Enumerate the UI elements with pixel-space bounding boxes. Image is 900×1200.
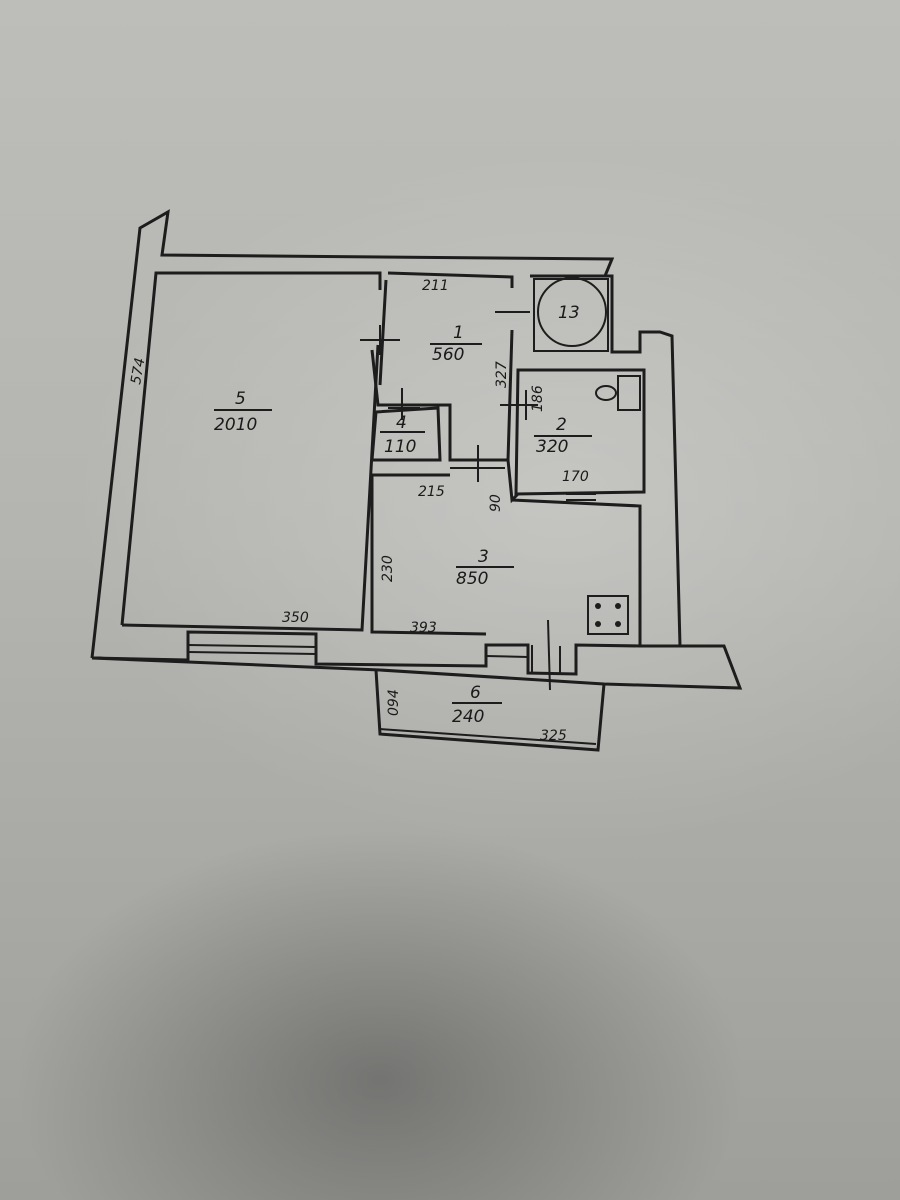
dim-230: 230 [380,555,396,582]
room-6-area: 240 [452,707,484,727]
dim-094: 094 [386,689,402,716]
room-4-outline [370,406,442,462]
room-4-area: 110 [384,437,416,457]
room-5-number: 5 [235,389,246,409]
dim-350: 350 [282,610,309,626]
dim-90: 90 [488,494,504,512]
room-3-outline [370,473,642,646]
stove-icon [587,595,629,635]
room-1-area: 560 [432,345,464,365]
room-3-area: 850 [456,569,488,589]
dim-325: 325 [540,728,567,744]
room-2-number: 2 [556,415,567,435]
room-3-door [450,445,505,482]
room-6-number: 6 [470,683,481,703]
balcony-rail [379,728,597,745]
room-2-area: 320 [536,437,568,457]
room-5-area: 2010 [214,415,257,435]
dim-211: 211 [422,278,449,294]
dim-574: 574 [128,357,148,386]
room-2-door [566,493,596,501]
dim-170: 170 [562,469,589,485]
room-4-number: 4 [396,413,407,433]
shaft-label: 13 [558,303,580,323]
room-6-outline [374,669,606,752]
room-1-number: 1 [453,323,464,343]
room-3-number: 3 [478,547,489,567]
room-5-outline [121,271,382,632]
outer-wall-bottom [91,630,743,690]
dim-327: 327 [494,361,510,388]
shaft-block [530,274,682,647]
room-1-right-door [495,311,538,420]
dim-393: 393 [410,620,437,636]
room-3-partition [506,459,520,504]
room-4-door-mark [388,388,420,420]
balcony-door [531,619,561,691]
window-left [187,644,317,655]
room-2-outline [514,368,646,496]
shaft-circle [537,277,607,347]
fraction-lines [214,343,592,704]
toilet-icon [595,375,641,411]
window-right [485,655,529,658]
room-1-outline [370,271,514,462]
outer-wall-left-inner [120,271,380,626]
room-1-door-mark [360,325,400,355]
dim-215: 215 [418,484,445,500]
dim-186: 186 [530,385,546,412]
